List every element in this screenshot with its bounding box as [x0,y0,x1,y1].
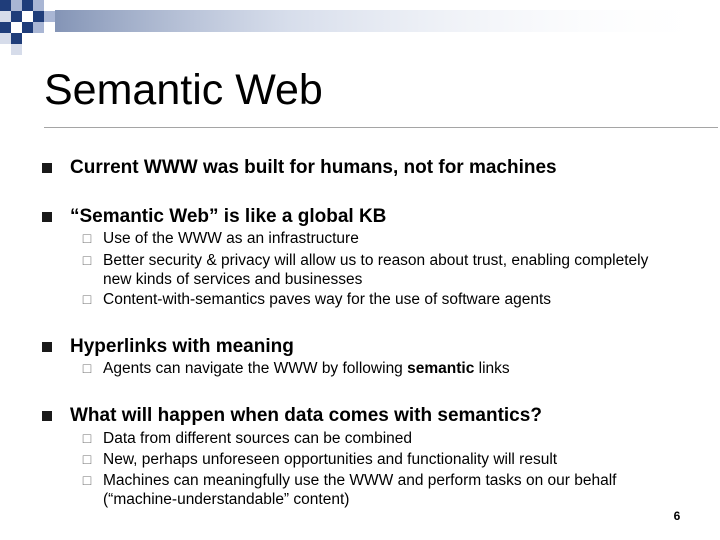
sub-bullet-item: Content-with-semantics paves way for the… [103,291,551,308]
sub-bullet-item: Agents can navigate the WWW by following… [103,359,663,378]
hollow-square-bullet-icon: □ [82,230,92,246]
sub-bullet-item: Use of the WWW as an infrastructure [103,230,359,247]
sub-bullet-item: Better security & privacy will allow us … [103,252,649,288]
sub-bullet-text: Agents can navigate the WWW by following [103,360,408,377]
bullet-item: Current WWW was built for humans, not fo… [70,157,557,178]
square-bullet-icon [42,411,52,421]
hollow-square-bullet-icon: □ [82,291,92,307]
hollow-square-bullet-icon: □ [82,472,92,488]
slide-title: Semantic Web [44,66,323,114]
bullet-item: Hyperlinks with meaning [70,336,294,357]
hollow-square-bullet-icon: □ [82,252,92,268]
square-bullet-icon [42,342,52,352]
title-divider [44,127,718,128]
square-bullet-icon [42,212,52,222]
bullet-item: What will happen when data comes with se… [70,405,542,426]
hollow-square-bullet-icon: □ [82,430,92,446]
sub-bullet-item: New, perhaps unforeseen opportunities an… [103,451,558,468]
header-decoration [0,0,720,55]
sub-bullet-item: Machines can meaningfully use the WWW an… [103,472,617,508]
sub-bullet-item: Data from different sources can be combi… [103,430,413,447]
page-number: 6 [673,509,681,523]
hollow-square-bullet-icon: □ [82,451,92,467]
bullet-item: “Semantic Web” is like a global KB [70,206,387,227]
hollow-square-bullet-icon: □ [82,360,92,376]
square-bullet-icon [42,163,52,173]
emphasis-text: semantic [407,360,475,377]
sub-bullet-text: links [474,360,510,377]
